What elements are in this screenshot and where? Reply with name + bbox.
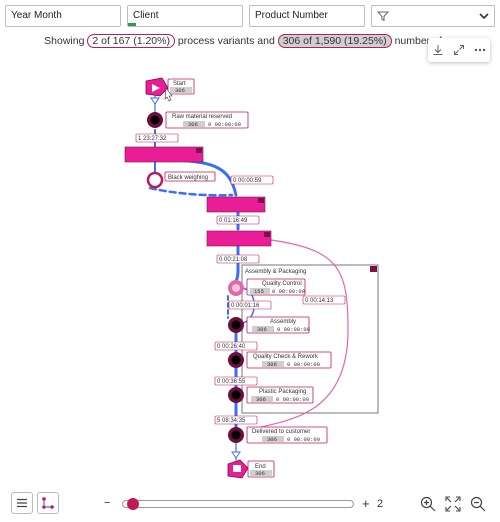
zoom-in-icon[interactable] <box>420 496 436 512</box>
more-options-icon[interactable] <box>474 44 486 56</box>
zoom-plus-button[interactable]: + <box>362 496 370 511</box>
edge-packaging-washing <box>173 158 238 197</box>
start-arrow <box>150 97 160 105</box>
client-filter[interactable]: Client <box>127 5 243 27</box>
edge-duration-label: 5 08:34:35 <box>217 418 246 424</box>
cases-pill: 306 of 1,590 (19.25%) <box>277 34 392 48</box>
duration-assembly: 0 00:00:00 <box>277 326 310 333</box>
year-month-filter[interactable]: Year Month <box>5 5 121 27</box>
label-black-weighing: Black weighing <box>168 175 208 181</box>
count-quality-control: 155 <box>254 288 264 295</box>
list-view-button[interactable] <box>11 492 33 514</box>
fit-screen-icon[interactable] <box>445 496 461 512</box>
edge-duration-label: 0 00:00:59 <box>233 178 262 184</box>
count-assembly: 306 <box>257 326 267 333</box>
node-quality-control[interactable] <box>228 280 244 296</box>
label-quality-control: Quality Control <box>262 281 302 287</box>
edge-duration-label: 0 00:01:16 <box>231 303 260 309</box>
duration-quality-check-rework: 0 00:00:00 <box>287 361 320 368</box>
summary-prefix: Showing <box>44 35 85 47</box>
activity-group-packaging[interactable] <box>124 146 204 163</box>
count-delivered-to-customer: 306 <box>267 436 277 443</box>
label-delivered-to-customer: Delivered to customer <box>252 429 310 435</box>
filter-icon <box>377 11 389 22</box>
node-quality-check-rework[interactable] <box>228 352 244 368</box>
group-label: Assembly & Packaging <box>245 269 306 275</box>
node-plastic-packaging[interactable] <box>228 387 244 403</box>
node-delivered-to-customer[interactable] <box>228 427 244 443</box>
count-plastic-packaging: 306 <box>256 396 266 403</box>
node-assembly[interactable] <box>228 317 244 333</box>
year-month-label: Year Month <box>11 10 62 21</box>
end-label: End <box>255 464 266 470</box>
summary-text: Showing 2 of 167 (1.20%) process variant… <box>0 34 500 48</box>
duration-raw-material-reserved: 0 00:00:00 <box>208 121 241 128</box>
play-icon <box>152 84 160 92</box>
label-raw-material-reserved: Raw material reserved <box>172 114 232 120</box>
node-black-weighing[interactable] <box>146 171 164 189</box>
label-quality-check-rework: Quality Check & Rework <box>253 354 319 360</box>
process-flow-icon <box>42 497 54 509</box>
activity-group-washing[interactable] <box>206 196 266 213</box>
edge-duration-label: 0 01:16:49 <box>219 218 248 224</box>
count-quality-check-rework: 306 <box>267 361 277 368</box>
chevron-down-icon <box>479 13 489 20</box>
edge-duration-label: 1 23:27:32 <box>138 136 167 142</box>
client-filter-indicator <box>128 23 136 26</box>
group-assembly-packaging <box>241 264 379 414</box>
edge-duration-label: 0 00:36:55 <box>217 379 246 385</box>
process-view-button[interactable] <box>37 492 59 514</box>
end-node-icon[interactable] <box>227 459 249 479</box>
zoom-controls <box>420 494 486 514</box>
edge-weighing-washing <box>148 186 234 197</box>
zoom-value: 2 <box>377 498 384 510</box>
count-raw-material-reserved: 306 <box>188 121 198 128</box>
edge-duration-label: 0 00:26:40 <box>217 344 246 350</box>
node-raw-material-reserved[interactable] <box>147 112 163 128</box>
label-assembly: Assembly <box>270 319 296 325</box>
download-icon[interactable] <box>432 44 444 56</box>
start-node-icon[interactable] <box>145 77 169 97</box>
filter-dropdown[interactable] <box>371 5 495 27</box>
chart-toolbar <box>428 38 490 62</box>
edge-grinding-delivered <box>247 239 349 431</box>
client-label: Client <box>133 10 159 21</box>
group-collapse-icon[interactable] <box>370 266 377 272</box>
duration-plastic-packaging: 0 00:00:00 <box>276 396 309 403</box>
expand-icon[interactable] <box>453 44 465 56</box>
zoom-slider[interactable] <box>122 500 354 508</box>
edge-qc-assembly <box>242 287 255 324</box>
product-number-label: Product Number <box>255 10 328 21</box>
cursor-icon <box>164 87 173 102</box>
group-collapse-icon[interactable] <box>196 148 202 153</box>
start-count: 306 <box>175 87 185 94</box>
label-plastic-packaging: Plastic Packaging <box>259 389 306 395</box>
group-collapse-icon[interactable] <box>264 232 270 237</box>
variants-pill: 2 of 167 (1.20%) <box>87 34 175 48</box>
start-label: Start <box>173 81 186 87</box>
duration-quality-control: 0 00:00:00 <box>272 288 305 295</box>
zoom-out-icon[interactable] <box>470 496 486 512</box>
end-arrow <box>231 451 241 459</box>
summary-middle: process variants and <box>177 35 275 47</box>
edge-grinding-qc <box>234 244 240 285</box>
menu-icon <box>17 498 27 508</box>
duration-delivered-to-customer: 0 00:00:00 <box>287 436 320 443</box>
group-collapse-icon[interactable] <box>258 198 264 203</box>
end-count: 306 <box>255 470 265 477</box>
activity-group-grinding[interactable] <box>206 230 272 247</box>
edge-duration-label: 0 00:21:08 <box>219 257 248 263</box>
edge-duration-label: 0 00:14:13 <box>305 298 334 304</box>
product-number-filter[interactable]: Product Number <box>249 5 365 27</box>
stop-icon <box>233 465 241 472</box>
zoom-minus-button[interactable]: − <box>104 497 111 509</box>
zoom-slider-thumb[interactable] <box>126 498 139 510</box>
